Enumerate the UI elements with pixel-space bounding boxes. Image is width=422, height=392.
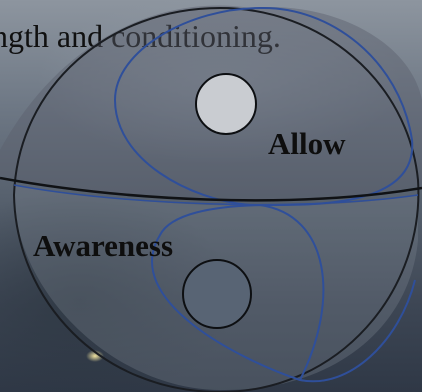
allow-label: Allow [268,126,346,162]
awareness-label: Awareness [33,228,173,264]
dark-dot [183,260,251,328]
light-dot [196,74,256,134]
